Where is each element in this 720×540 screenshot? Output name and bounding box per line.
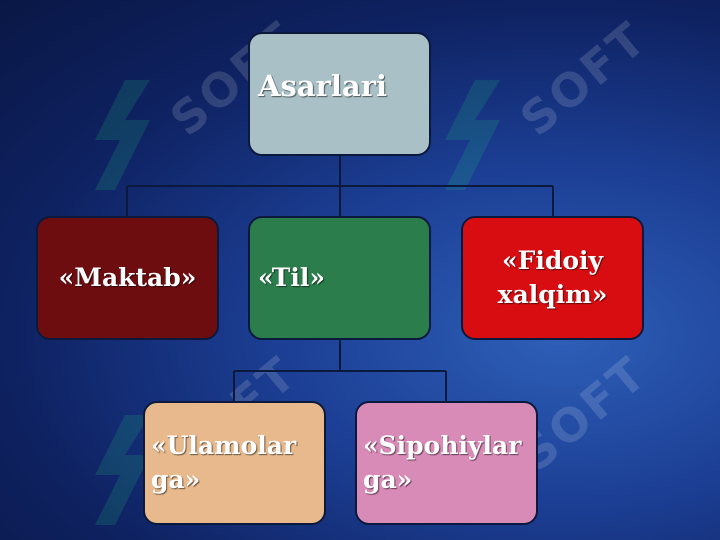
grandchild-node-sipohiylarga: «Sipohiylar ga» xyxy=(355,401,538,525)
grandchild-node-label: «Ulamolar ga» xyxy=(151,431,297,494)
child-node-label: «Fidoiy xalqim» xyxy=(497,246,608,309)
root-node: Asarlari xyxy=(248,32,431,156)
child-node-fidoiy-xalqim: «Fidoiy xalqim» xyxy=(461,216,644,340)
grandchild-node-label: «Sipohiylar ga» xyxy=(363,431,522,494)
root-node-label: Asarlari xyxy=(258,69,387,103)
child-node-label: «Til» xyxy=(258,263,326,292)
child-node-maktab: «Maktab» xyxy=(36,216,219,340)
child-node-til: «Til» xyxy=(248,216,431,340)
child-node-label: «Maktab» xyxy=(58,263,197,292)
grandchild-node-ulamolarga: «Ulamolar ga» xyxy=(143,401,326,525)
